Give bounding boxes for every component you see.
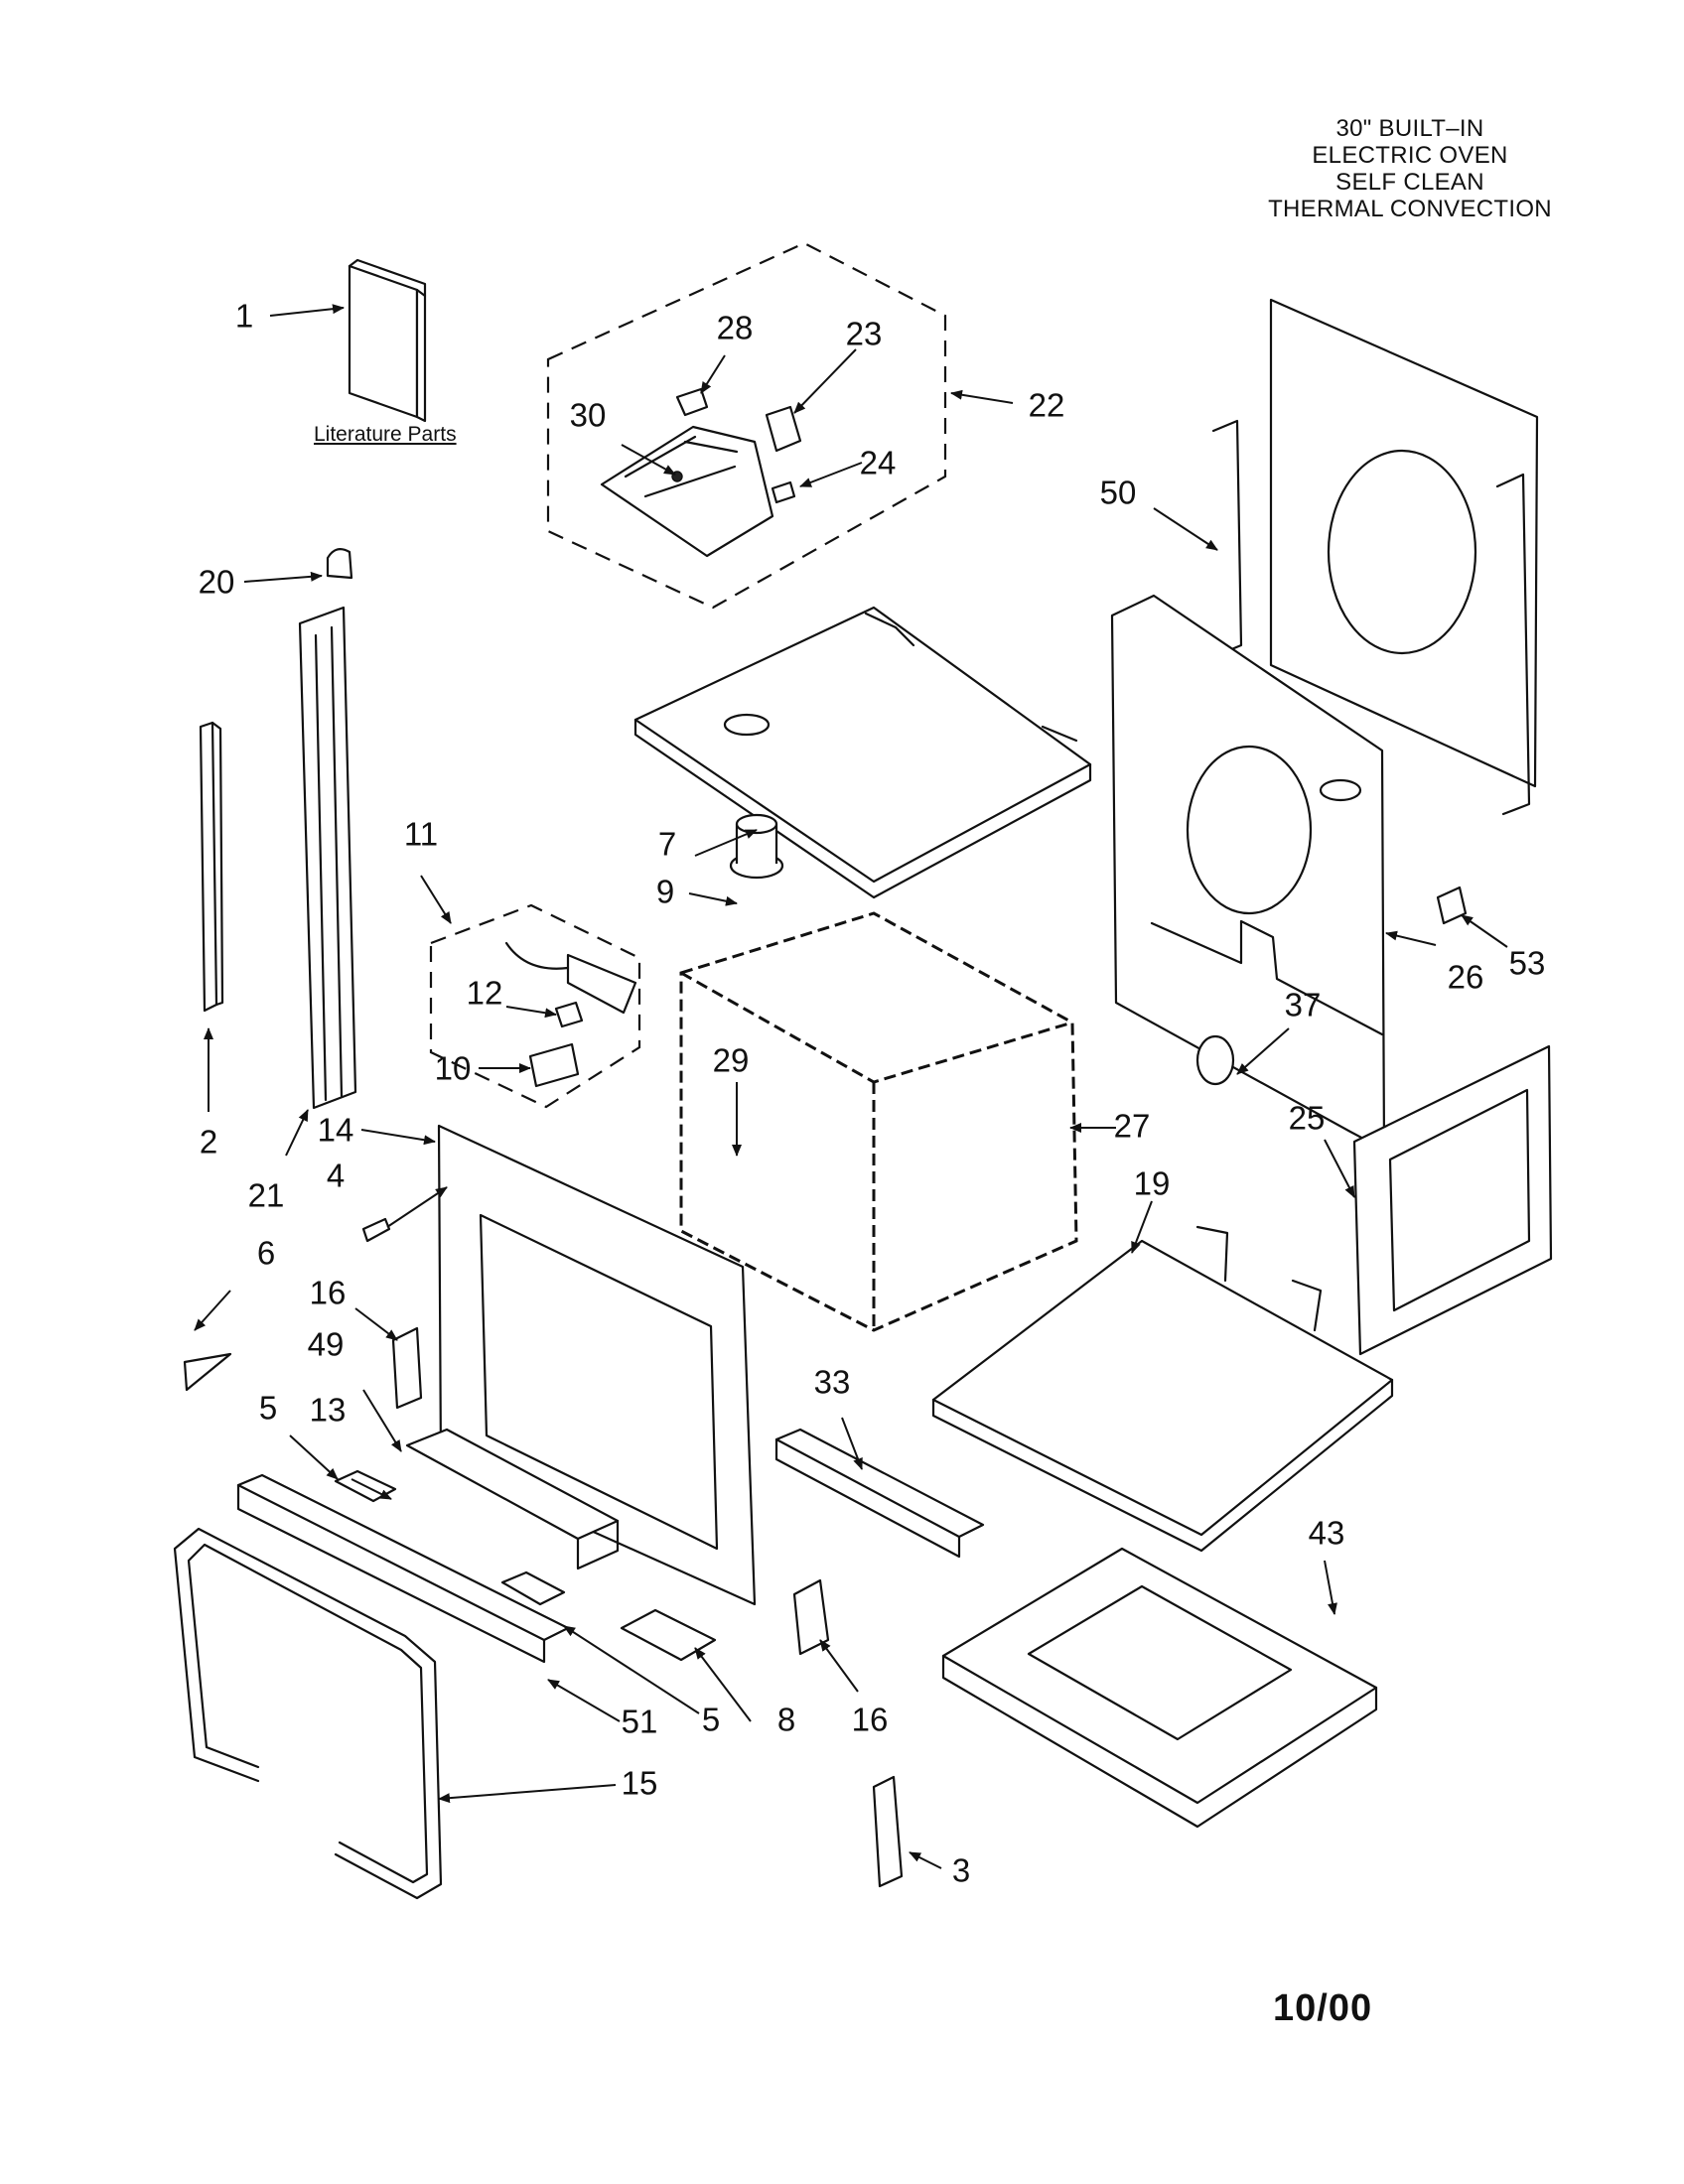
hinge-bracket-part [391, 1326, 423, 1410]
rear-panel-part [1211, 298, 1539, 816]
callout-7: 7 [657, 825, 677, 863]
callout-21: 21 [247, 1176, 285, 1214]
top-panel-part [633, 606, 1092, 899]
callout-4: 4 [326, 1157, 346, 1194]
callout-13: 13 [309, 1391, 347, 1429]
callout-24: 24 [859, 444, 897, 481]
callout-50: 50 [1099, 474, 1137, 511]
title-line: THERMAL CONVECTION [1268, 196, 1552, 222]
callout-19: 19 [1133, 1164, 1171, 1202]
title-line: 30" BUILT–IN [1335, 115, 1484, 142]
side-panel-part [1352, 1044, 1553, 1356]
callout-25: 25 [1288, 1099, 1326, 1137]
callout-3: 3 [951, 1851, 971, 1889]
title-line: SELF CLEAN [1335, 169, 1484, 196]
screw-part [361, 1217, 391, 1243]
small-plate-part [620, 1608, 717, 1662]
callout-43: 43 [1308, 1514, 1345, 1552]
callout-12: 12 [466, 974, 503, 1012]
callout-29: 29 [712, 1041, 750, 1079]
callout-11: 11 [403, 815, 439, 853]
cap-part [326, 547, 353, 580]
callout-51: 51 [621, 1703, 658, 1740]
callout-20: 20 [198, 563, 235, 601]
side-trim-strip [199, 721, 224, 1013]
oven-cavity-part [679, 911, 1078, 1332]
callout-49: 49 [307, 1325, 345, 1363]
callout-9: 9 [655, 873, 675, 910]
callout-16b: 16 [851, 1701, 889, 1738]
callout-26: 26 [1447, 958, 1484, 996]
callout-5b: 5 [701, 1701, 721, 1738]
callout-30: 30 [569, 396, 607, 434]
callout-37: 37 [1284, 986, 1322, 1024]
callout-10: 10 [434, 1049, 472, 1087]
thermal-switch-part [1195, 1034, 1235, 1086]
callout-33: 33 [813, 1363, 851, 1401]
callout-15: 15 [621, 1764, 658, 1802]
callout-27: 27 [1113, 1107, 1151, 1145]
callout-53: 53 [1508, 944, 1546, 982]
mounting-bracket-part [872, 1775, 904, 1888]
diagram-title: 30" BUILT–IN ELECTRIC OVEN SELF CLEAN TH… [1231, 115, 1589, 222]
convection-panel-part [1110, 594, 1386, 1152]
revision-date-code: 10/00 [1273, 1987, 1373, 2029]
trim-bar-part [774, 1428, 985, 1559]
callout-14: 14 [317, 1111, 354, 1149]
callout-leaders [194, 304, 1508, 1869]
side-rail-part [298, 606, 357, 1110]
callout-23: 23 [845, 315, 883, 352]
callout-1: 1 [234, 297, 254, 335]
callout-2: 2 [199, 1123, 218, 1160]
callout-16a: 16 [309, 1274, 347, 1311]
corner-bracket-part [183, 1352, 232, 1392]
convection-fan-part [729, 813, 784, 880]
literature-book-part [348, 258, 427, 423]
title-line: ELECTRIC OVEN [1312, 142, 1508, 169]
literature-parts-label: Literature Parts [314, 423, 457, 446]
control-assembly-group [546, 241, 947, 610]
front-frame-part [437, 1124, 757, 1606]
callout-22: 22 [1028, 386, 1065, 424]
callout-8: 8 [776, 1701, 796, 1738]
callout-28: 28 [716, 309, 754, 346]
oven-base-part [941, 1547, 1378, 1829]
bottom-shelf-part [931, 1225, 1394, 1553]
door-gasket-part [173, 1527, 443, 1900]
clip-part [1436, 886, 1468, 925]
callout-5a: 5 [258, 1389, 278, 1427]
callout-6: 6 [256, 1234, 276, 1272]
light-assembly-group [429, 903, 641, 1109]
